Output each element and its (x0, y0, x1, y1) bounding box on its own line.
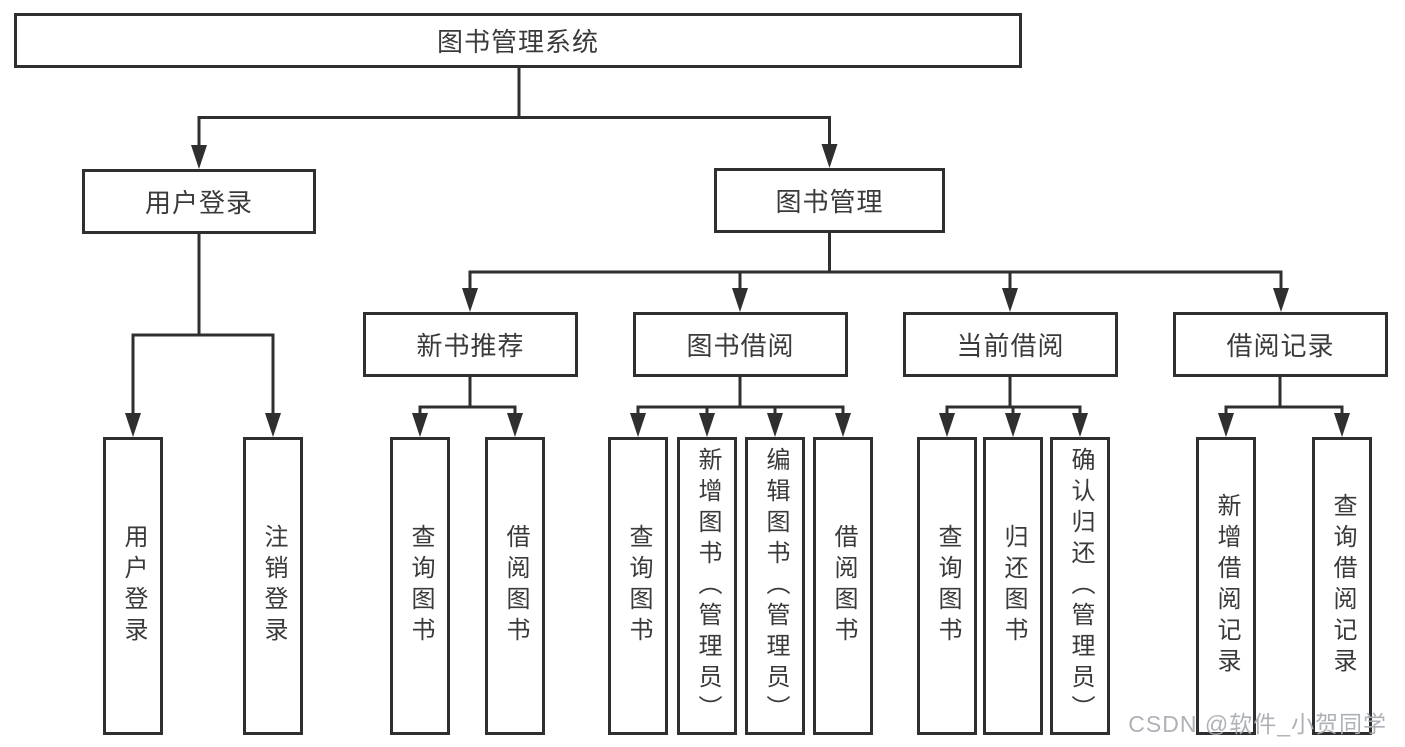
leaf-confirm-return-admin: 确认归还（管理员） (1050, 437, 1110, 735)
leaf-add-book-admin-label: 新增图书（管理员） (694, 446, 721, 726)
leaf-borrow-books-label: 借阅图书 (830, 524, 857, 648)
leaf-add-borrow-record: 新增借阅记录 (1196, 437, 1256, 735)
node-user-login: 用户登录 (82, 169, 316, 234)
node-current-borrow-label: 当前借阅 (956, 331, 1065, 361)
node-book-borrow-label: 图书借阅 (686, 331, 795, 361)
node-current-borrow: 当前借阅 (903, 312, 1118, 377)
leaf-return-books-label: 归还图书 (1000, 524, 1027, 648)
node-new-book-recommend-label: 新书推荐 (416, 331, 525, 361)
leaf-edit-book-admin: 编辑图书（管理员） (745, 437, 805, 735)
node-book-borrow: 图书借阅 (633, 312, 848, 377)
leaf-edit-book-admin-label: 编辑图书（管理员） (762, 446, 789, 726)
leaf-query-books-recommend-label: 查询图书 (407, 524, 434, 648)
leaf-borrow-books: 借阅图书 (813, 437, 873, 735)
leaf-return-books: 归还图书 (983, 437, 1043, 735)
leaf-confirm-return-admin-label: 确认归还（管理员） (1067, 446, 1094, 726)
leaf-add-book-admin: 新增图书（管理员） (677, 437, 737, 735)
node-root-label: 图书管理系统 (436, 27, 599, 57)
node-root-system: 图书管理系统 (14, 13, 1022, 68)
node-new-book-recommend: 新书推荐 (363, 312, 578, 377)
leaf-add-borrow-record-label: 新增借阅记录 (1213, 493, 1240, 679)
leaf-borrow-books-recommend-label: 借阅图书 (502, 524, 529, 648)
leaf-query-books-current-label: 查询图书 (934, 524, 961, 648)
leaf-query-borrow-record-label: 查询借阅记录 (1329, 493, 1356, 679)
node-book-management-label: 图书管理 (775, 187, 884, 217)
leaf-query-books-recommend: 查询图书 (390, 437, 450, 735)
leaf-query-books-borrow-label: 查询图书 (625, 524, 652, 648)
arrow-down-icons (125, 144, 1350, 437)
leaf-user-login-label: 用户登录 (120, 524, 147, 648)
leaf-user-login: 用户登录 (103, 437, 163, 735)
node-borrow-records-label: 借阅记录 (1226, 331, 1335, 361)
leaf-query-books-borrow: 查询图书 (608, 437, 668, 735)
node-borrow-records: 借阅记录 (1173, 312, 1388, 377)
leaf-logout: 注销登录 (243, 437, 303, 735)
leaf-query-books-current: 查询图书 (917, 437, 977, 735)
leaf-query-borrow-record: 查询借阅记录 (1312, 437, 1372, 735)
leaf-logout-label: 注销登录 (260, 524, 287, 648)
leaf-borrow-books-recommend: 借阅图书 (485, 437, 545, 735)
node-user-login-label: 用户登录 (144, 188, 253, 218)
node-book-management: 图书管理 (714, 168, 945, 233)
